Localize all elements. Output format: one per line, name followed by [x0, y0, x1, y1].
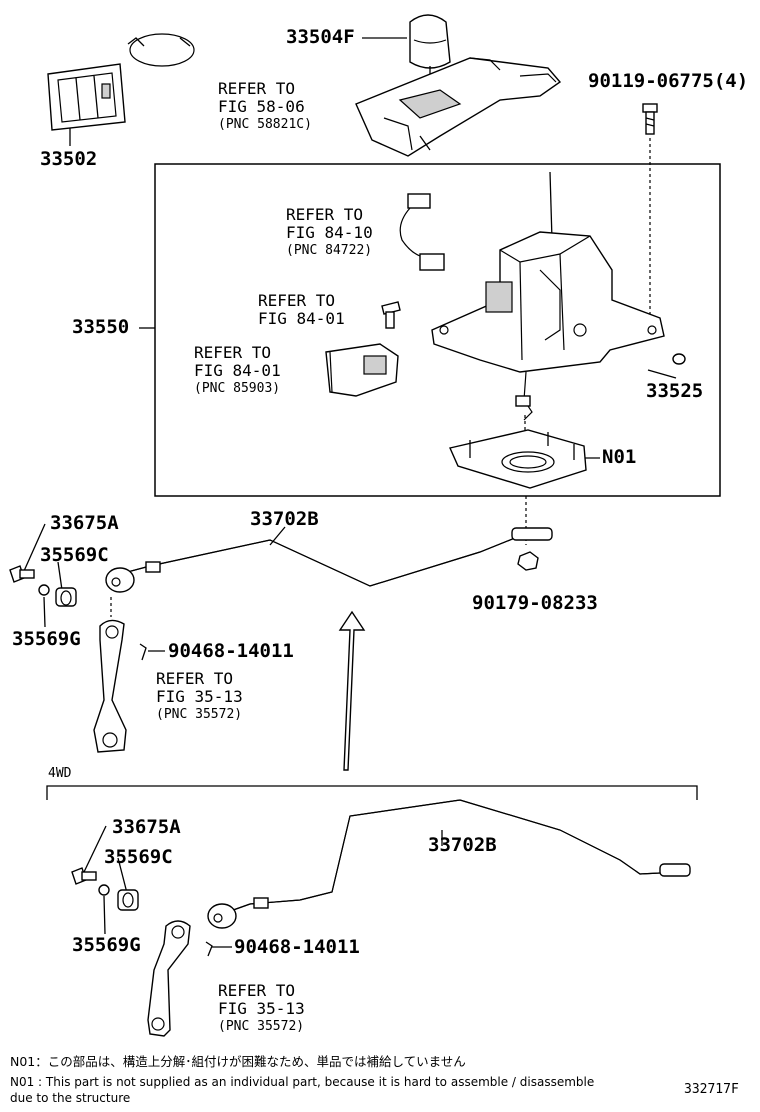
- part-35569C-bottom-label: 35569C: [104, 846, 173, 868]
- group-4wd-label: 4WD: [48, 766, 72, 781]
- lever-top: [93, 619, 147, 753]
- shift-knob: [409, 14, 451, 78]
- ref-fig-84-01-switch: REFER TO FIG 84-01 (PNC 85903): [194, 344, 281, 398]
- console-cover: [355, 57, 562, 157]
- control-rod-top: [105, 527, 553, 593]
- note-english-line1: N01 : This part is not supplied as an in…: [10, 1075, 595, 1089]
- group-bracket-4wd: [46, 785, 698, 800]
- direction-arrow: [338, 610, 366, 771]
- switch-block: [325, 343, 399, 397]
- ref-pnc: (PNC 35572): [218, 1019, 305, 1034]
- note-japanese: N01：この部品は、構造上分解･組付けが困難なため、単品では補給していません: [10, 1054, 466, 1069]
- wire-connector: [399, 193, 445, 271]
- ref-line: REFER TO: [156, 669, 234, 688]
- ref-line: REFER TO: [218, 981, 296, 1000]
- leader-lines: [23, 37, 677, 948]
- part-90179-label: 90179-08233: [472, 592, 598, 614]
- ref-fig-58-06: REFER TO FIG 58-06 (PNC 58821C): [218, 80, 312, 134]
- part-90119-label: 90119-06775(4): [588, 70, 749, 92]
- part-33502-label: 33502: [40, 148, 98, 170]
- part-35569G-top-label: 35569G: [12, 628, 81, 650]
- part-33525-label: 33525: [646, 380, 704, 402]
- ref-line: FIG 58-06: [218, 97, 305, 116]
- ref-fig-84-10: REFER TO FIG 84-10 (PNC 84722): [286, 206, 373, 260]
- screw-84-01: [381, 301, 401, 329]
- part-33675A-top-label: 33675A: [50, 512, 119, 534]
- part-90468-top-label: 90468-14011: [168, 640, 294, 662]
- part-33550-label: 33550: [72, 316, 130, 338]
- ref-line: REFER TO: [194, 343, 272, 362]
- lever-bottom: [147, 920, 213, 1037]
- part-35569G-bottom-label: 35569G: [72, 934, 141, 956]
- bolt-bushing-bottom: [71, 867, 139, 911]
- figure-number: 332717F: [684, 1082, 739, 1097]
- indicator-panel: [47, 33, 195, 131]
- ref-fig-84-01-screw: REFER TO FIG 84-01: [258, 292, 345, 328]
- assembly-frame: [154, 163, 721, 497]
- part-N01-label: N01: [602, 446, 637, 468]
- ref-line: REFER TO: [258, 291, 336, 310]
- ref-line: FIG 84-01: [258, 309, 345, 328]
- bolt-bushing-top: [9, 565, 77, 607]
- ref-pnc: (PNC 84722): [286, 243, 373, 258]
- part-33702B-bottom-label: 33702B: [428, 834, 497, 856]
- shift-lever-assembly: [431, 171, 665, 421]
- ref-line: REFER TO: [286, 205, 364, 224]
- bolt-90119: [642, 103, 658, 135]
- part-33504F-label: 33504F: [286, 26, 355, 48]
- ref-pnc: (PNC 85903): [194, 381, 281, 396]
- ref-fig-35-13-bottom: REFER TO FIG 35-13 (PNC 35572): [218, 982, 305, 1036]
- note-english-line2: due to the structure: [10, 1091, 131, 1105]
- part-35569C-top-label: 35569C: [40, 544, 109, 566]
- dashed-connections: [110, 138, 651, 617]
- ref-line: REFER TO: [218, 79, 296, 98]
- base-plate-N01: [449, 429, 587, 489]
- part-90468-bottom-label: 90468-14011: [234, 936, 360, 958]
- part-33675A-bottom-label: 33675A: [112, 816, 181, 838]
- nut-90179: [517, 551, 539, 571]
- washer-33525: [672, 353, 686, 365]
- ref-line: FIG 35-13: [156, 687, 243, 706]
- ref-line: FIG 35-13: [218, 999, 305, 1018]
- part-33702B-top-label: 33702B: [250, 508, 319, 530]
- ref-line: FIG 84-10: [286, 223, 373, 242]
- ref-pnc: (PNC 58821C): [218, 117, 312, 132]
- ref-pnc: (PNC 35572): [156, 707, 243, 722]
- ref-fig-35-13-top: REFER TO FIG 35-13 (PNC 35572): [156, 670, 243, 724]
- ref-line: FIG 84-01: [194, 361, 281, 380]
- control-rod-bottom: [207, 799, 691, 929]
